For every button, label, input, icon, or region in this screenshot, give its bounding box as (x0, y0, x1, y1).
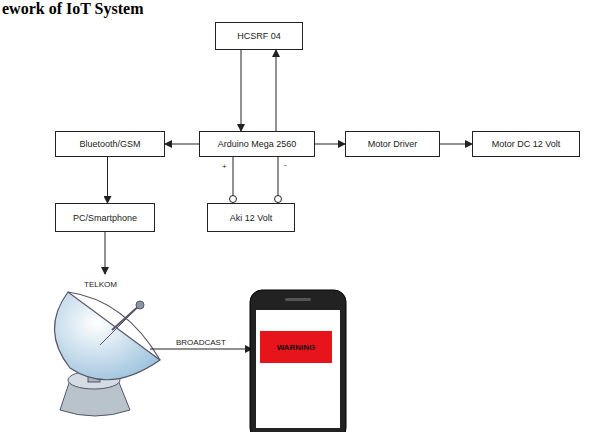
terminal (275, 196, 282, 203)
annotation-label: BROADCAST (176, 338, 226, 347)
box-label: WARNING (277, 343, 316, 352)
annotation-label: TELKOM (84, 280, 117, 289)
block-box: PC/Smartphone (55, 203, 155, 232)
box-label: Motor DC 12 Volt (492, 139, 561, 149)
connector-arrow (315, 144, 345, 145)
satellite-dish (54, 292, 160, 416)
connector-arrow (278, 157, 279, 196)
warning-banner: WARNING (260, 331, 332, 363)
connector-arrow (165, 144, 199, 145)
block-box: Bluetooth/GSM (55, 131, 165, 157)
box-label: HCSRF 04 (237, 31, 281, 41)
connector-arrow (107, 157, 108, 203)
block-box: Motor DC 12 Volt (472, 131, 580, 157)
annotation-label: - (284, 160, 287, 169)
connector-arrow (440, 144, 472, 145)
annotation-label: + (222, 162, 227, 171)
block-box: HCSRF 04 (215, 22, 303, 50)
box-label: Bluetooth/GSM (79, 139, 140, 149)
block-box: Arduino Mega 2560 (199, 131, 315, 157)
connector-arrow (276, 50, 277, 131)
connector-arrow (241, 50, 242, 131)
terminal (230, 196, 237, 203)
connector-arrow (233, 157, 234, 196)
diagram-title: ework of IoT System (2, 0, 143, 18)
block-box: Aki 12 Volt (207, 203, 295, 232)
box-label: Aki 12 Volt (230, 213, 273, 223)
box-label: Motor Driver (368, 139, 418, 149)
block-box: Motor Driver (345, 131, 440, 157)
uplink-arrow (105, 232, 106, 274)
broadcast-line (150, 349, 252, 350)
box-label: Arduino Mega 2560 (218, 139, 297, 149)
box-label: PC/Smartphone (73, 213, 137, 223)
smartphone (250, 290, 346, 432)
